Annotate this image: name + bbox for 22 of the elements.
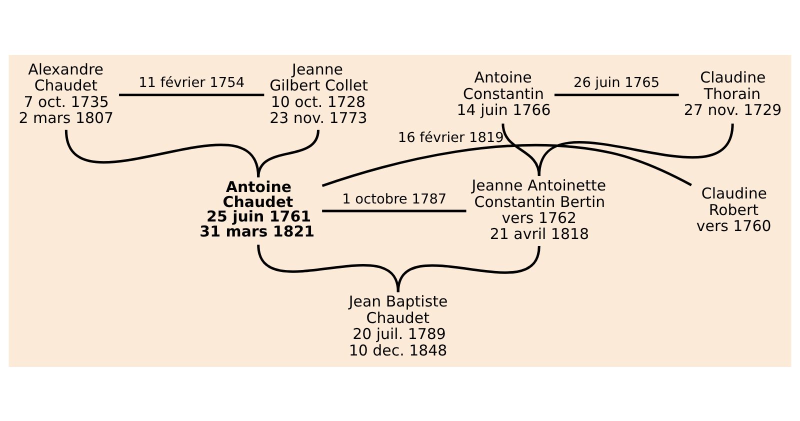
- node-text: Jeanne Gilbert Collet 10 oct. 1728 23 nov. 1773: [270, 60, 368, 127]
- node-text: Antoine Constantin 14 juin 1766: [456, 68, 551, 119]
- edge-label: 16 février 1819: [398, 130, 504, 146]
- node-text: Antoine Chaudet 25 juin 1761 31 mars 1821: [200, 177, 315, 240]
- edge-label: 26 juin 1765: [573, 74, 660, 91]
- connector: [322, 143, 692, 186]
- node-text: Claudine Thorain 27 nov. 1729: [684, 68, 782, 119]
- connector: [257, 244, 400, 292]
- connector: [502, 123, 540, 176]
- node-text: Claudine Robert vers 1760: [696, 184, 772, 235]
- connector: [554, 93, 679, 96]
- edge-label: 1 octobre 1787: [342, 190, 447, 207]
- node-text: Jeanne Antoinette Constantin Bertin vers 1762 21 avril 1818: [472, 176, 606, 243]
- connector: [119, 93, 264, 96]
- connector: [322, 209, 466, 212]
- edge-label: 11 février 1754: [138, 74, 245, 91]
- connector: [257, 129, 320, 177]
- connector: [538, 122, 734, 176]
- node-text: Jean Baptiste Chaudet 20 juil. 1789 10 dec. 1848: [348, 292, 448, 359]
- connector: [64, 129, 260, 178]
- connector: [396, 245, 540, 292]
- node-text: Alexandre Chaudet 7 oct. 1735 2 mars 1807: [18, 60, 114, 127]
